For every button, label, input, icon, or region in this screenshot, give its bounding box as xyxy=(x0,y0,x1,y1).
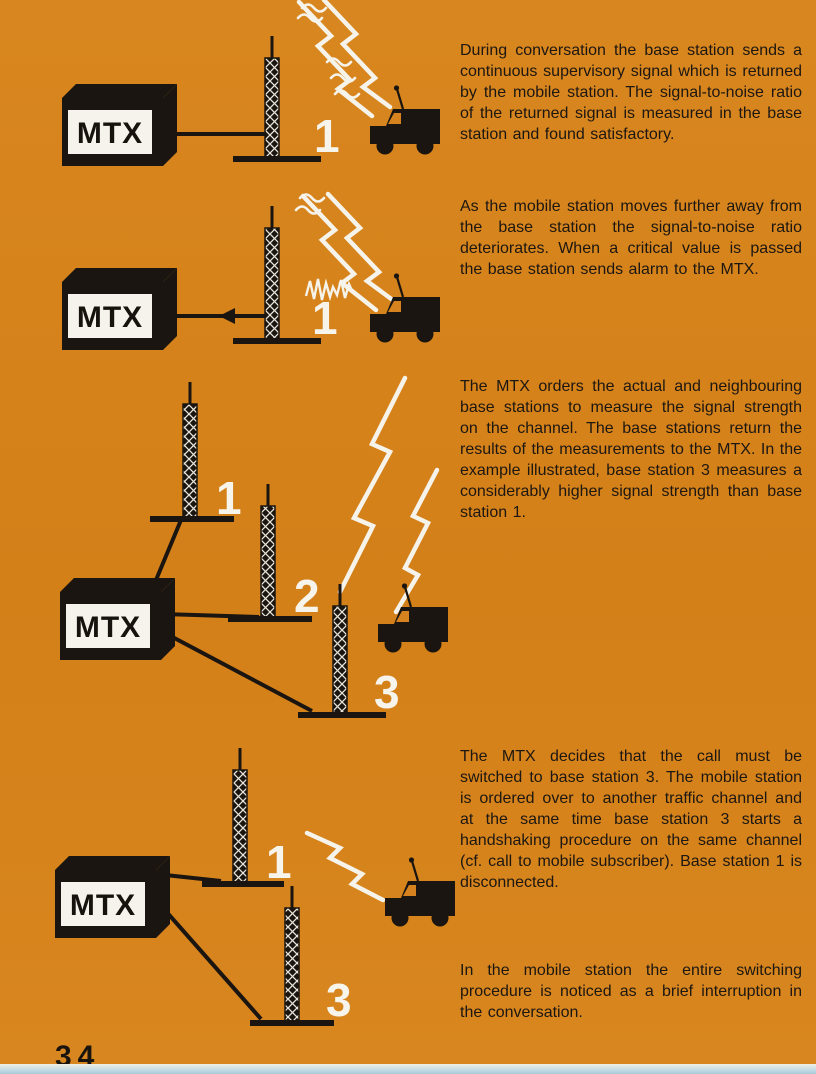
noise-waveform-icon xyxy=(304,278,355,302)
panel-2-illustration: MTX 1 xyxy=(62,191,442,350)
mobile-station-truck xyxy=(383,856,457,928)
base-station-antenna-1 xyxy=(202,748,284,887)
base-station-antenna-3 xyxy=(250,886,334,1026)
base-station-antenna xyxy=(233,36,321,162)
station-number-label: 3 xyxy=(374,666,400,718)
mtx-box-label: MTX xyxy=(70,889,136,922)
mobile-station-truck xyxy=(376,582,450,654)
signal-bolt-icon xyxy=(337,375,408,595)
station-number-label: 3 xyxy=(326,974,352,1026)
alarm-arrow-icon xyxy=(219,308,235,324)
base-station-antenna-2 xyxy=(228,484,312,622)
mobile-station-truck xyxy=(368,272,442,344)
signal-bolt-icon xyxy=(321,0,393,110)
station-number-label: 2 xyxy=(294,570,320,622)
base-station-antenna-1 xyxy=(150,382,234,522)
panel-1-description: During conversation the base station sen… xyxy=(460,42,802,143)
panel-1-illustration: MTX 1 xyxy=(62,0,442,166)
radio-wave-icon xyxy=(300,3,328,13)
panel-4-illustration: MTX 1 3 xyxy=(55,748,457,1026)
base-station-antenna xyxy=(233,206,321,344)
signal-bolt-icon xyxy=(296,0,375,119)
signal-bolt-icon xyxy=(325,191,397,304)
station-number-label: 1 xyxy=(314,110,340,162)
panel-4-description: The MTX decides that the call must be sw… xyxy=(460,748,802,891)
station-number-label: 1 xyxy=(266,836,292,888)
panel-2-description: As the mobile station moves further away… xyxy=(460,198,802,278)
signal-bolt-icon xyxy=(304,830,386,903)
footer-note: In the mobile station the entire switchi… xyxy=(460,962,802,1021)
mobile-station-truck xyxy=(368,84,442,156)
station-number-label: 1 xyxy=(312,292,338,344)
panel-3-description: The MTX orders the actual and neighbouri… xyxy=(460,378,802,521)
landline-link xyxy=(154,898,263,1021)
panel-3-illustration: MTX 1 2 3 xyxy=(60,375,450,718)
mtx-box-label: MTX xyxy=(77,301,143,334)
landline-link xyxy=(162,630,313,713)
signal-bolt-icon xyxy=(393,467,440,615)
page-edge-strip xyxy=(0,1064,816,1074)
base-station-antenna-3 xyxy=(298,584,386,718)
mtx-box-label: MTX xyxy=(75,611,141,644)
mtx-box-label: MTX xyxy=(77,117,143,150)
station-number-label: 1 xyxy=(216,472,242,524)
